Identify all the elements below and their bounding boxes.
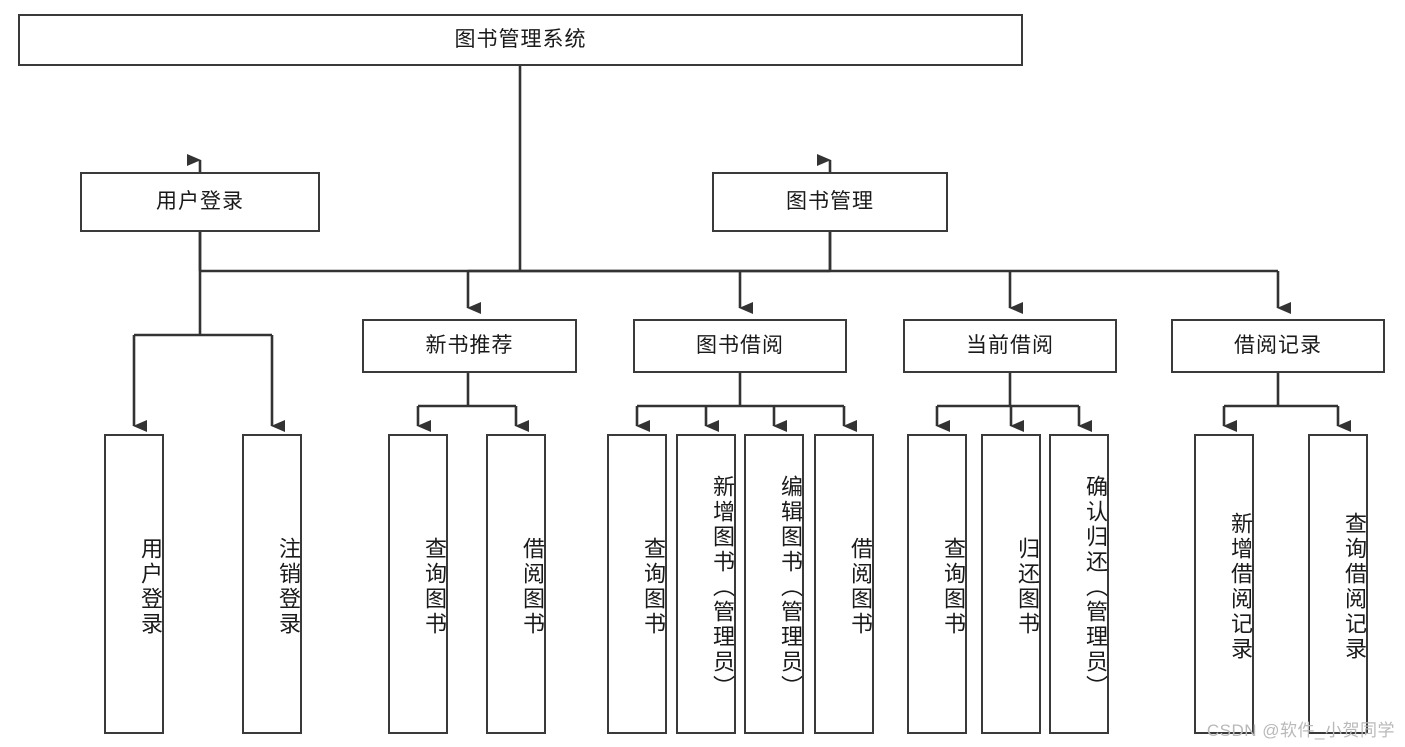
node-leaf-add-book-admin-label: 新增图书（管理员）	[710, 474, 735, 700]
node-leaf-borrow-book-2-label: 借阅图书	[848, 537, 873, 637]
node-leaf-edit-book-admin[interactable]: 编辑图书（管理员）	[744, 434, 804, 734]
node-leaf-borrow-book-2[interactable]: 借阅图书	[814, 434, 874, 734]
node-user-login[interactable]: 用户登录	[80, 172, 320, 232]
node-leaf-query-book-2-label: 查询图书	[641, 537, 666, 637]
node-leaf-logout-login-label: 注销登录	[276, 537, 301, 637]
node-leaf-query-book-3-label: 查询图书	[941, 537, 966, 637]
node-leaf-query-borrow-record-label: 查询借阅记录	[1342, 512, 1367, 662]
node-leaf-query-borrow-record[interactable]: 查询借阅记录	[1308, 434, 1368, 734]
node-book-manage-label: 图书管理	[786, 189, 874, 213]
node-new-book-recommend-label: 新书推荐	[425, 333, 514, 357]
node-leaf-edit-book-admin-label: 编辑图书（管理员）	[778, 474, 803, 700]
node-leaf-query-book-3[interactable]: 查询图书	[907, 434, 967, 734]
node-leaf-query-book-1[interactable]: 查询图书	[388, 434, 448, 734]
node-root-label: 图书管理系统	[454, 27, 587, 51]
node-leaf-return-book[interactable]: 归还图书	[981, 434, 1041, 734]
node-leaf-borrow-book-1-label: 借阅图书	[520, 537, 545, 637]
node-borrow-record-label: 借阅记录	[1234, 333, 1322, 357]
node-leaf-logout-login[interactable]: 注销登录	[242, 434, 302, 734]
node-leaf-add-book-admin[interactable]: 新增图书（管理员）	[676, 434, 736, 734]
node-leaf-return-book-label: 归还图书	[1015, 537, 1040, 637]
node-book-borrow-label: 图书借阅	[696, 333, 784, 357]
node-leaf-confirm-return-admin-label: 确认归还（管理员）	[1083, 474, 1108, 700]
node-leaf-add-borrow-record[interactable]: 新增借阅记录	[1194, 434, 1254, 734]
node-new-book-recommend[interactable]: 新书推荐	[362, 319, 577, 373]
node-leaf-borrow-book-1[interactable]: 借阅图书	[486, 434, 546, 734]
node-leaf-user-login[interactable]: 用户登录	[104, 434, 164, 734]
node-leaf-query-book-2[interactable]: 查询图书	[607, 434, 667, 734]
node-borrow-record[interactable]: 借阅记录	[1171, 319, 1385, 373]
node-root[interactable]: 图书管理系统	[18, 14, 1023, 66]
node-book-manage[interactable]: 图书管理	[712, 172, 948, 232]
node-current-borrow[interactable]: 当前借阅	[903, 319, 1117, 373]
node-book-borrow[interactable]: 图书借阅	[633, 319, 847, 373]
node-leaf-user-login-label: 用户登录	[138, 537, 163, 637]
node-user-login-label: 用户登录	[156, 189, 244, 213]
node-leaf-add-borrow-record-label: 新增借阅记录	[1228, 512, 1253, 662]
node-current-borrow-label: 当前借阅	[966, 333, 1054, 357]
node-leaf-confirm-return-admin[interactable]: 确认归还（管理员）	[1049, 434, 1109, 734]
node-leaf-query-book-1-label: 查询图书	[422, 537, 447, 637]
csdn-watermark: CSDN @软件_小贺同学	[1206, 721, 1395, 740]
